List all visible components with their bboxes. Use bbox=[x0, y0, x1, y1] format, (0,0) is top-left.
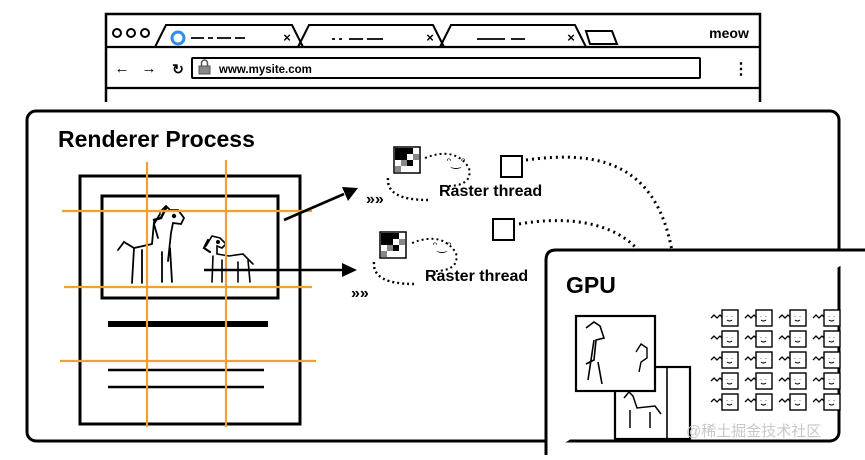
gpu-tile bbox=[778, 351, 807, 369]
gpu-tile-grid bbox=[710, 309, 841, 411]
tab-2[interactable]: × bbox=[297, 24, 445, 48]
gpu-tile bbox=[778, 393, 807, 411]
reload-icon[interactable]: ↻ bbox=[172, 61, 184, 77]
raster-thread-label: Raster thread bbox=[425, 268, 528, 285]
gpu-tile bbox=[812, 351, 841, 369]
gpu-tile bbox=[812, 372, 841, 390]
address-bar[interactable]: www.mysite.com bbox=[191, 57, 701, 79]
arrow-to-raster-thread-1 bbox=[283, 187, 358, 222]
raster-thread-face-icon: ᵔ‿ᵔ bbox=[447, 155, 466, 169]
gpu-tile bbox=[744, 351, 773, 369]
tab-close-icon[interactable]: × bbox=[426, 30, 434, 45]
new-tab-button[interactable] bbox=[584, 30, 619, 45]
renderer-process-title: Renderer Process bbox=[58, 126, 255, 152]
gpu-tile bbox=[778, 309, 807, 327]
browser-window: × × × meow ← → ↻ www.mysite.com ⋮ bbox=[104, 12, 762, 102]
gpu-tile bbox=[710, 351, 739, 369]
raster-tile-icon bbox=[379, 231, 407, 259]
more-vertical-icon[interactable]: ⋮ bbox=[733, 61, 749, 78]
raster-thread-1: ᵔ‿ᵔ »» Raster thread bbox=[366, 146, 542, 208]
composited-layers bbox=[574, 314, 692, 441]
tab-close-icon[interactable]: × bbox=[567, 30, 575, 45]
loading-spinner-icon bbox=[170, 30, 186, 46]
gpu-tile bbox=[710, 393, 739, 411]
gpu-tile bbox=[812, 330, 841, 348]
rastered-tile-1 bbox=[500, 155, 523, 178]
gpu-tile bbox=[812, 393, 841, 411]
window-controls[interactable] bbox=[112, 28, 150, 38]
raster-thread-chevrons-icon: »» bbox=[351, 285, 369, 302]
lock-icon bbox=[198, 59, 211, 75]
tab-close-icon[interactable]: × bbox=[283, 30, 291, 45]
gpu-tile bbox=[710, 372, 739, 390]
tab-3[interactable]: × bbox=[439, 24, 587, 48]
browser-brand: meow bbox=[709, 25, 749, 41]
horse-illustration bbox=[117, 204, 186, 284]
gpu-tile bbox=[778, 372, 807, 390]
tab-active[interactable]: × bbox=[154, 24, 304, 48]
raster-thread-2: ᵔ‿ᵔ »» Raster thread bbox=[351, 231, 528, 302]
gpu-tile bbox=[744, 393, 773, 411]
gpu-tile bbox=[812, 309, 841, 327]
gpu-tile bbox=[710, 309, 739, 327]
gpu-tile bbox=[744, 309, 773, 327]
back-arrow-icon[interactable]: ← bbox=[115, 60, 130, 77]
tile-grid-lines bbox=[60, 160, 316, 427]
gpu-tile bbox=[744, 372, 773, 390]
watermark: @稀土掘金技术社区 bbox=[686, 423, 821, 440]
address-text: www.mysite.com bbox=[218, 64, 312, 76]
arrow-to-raster-thread-2 bbox=[204, 263, 357, 277]
gpu-tile bbox=[710, 330, 739, 348]
raster-tile-icon bbox=[393, 146, 421, 174]
raster-thread-label: Raster thread bbox=[439, 183, 542, 200]
raster-thread-chevrons-icon: »» bbox=[366, 191, 384, 208]
rastered-tile-2 bbox=[492, 218, 515, 241]
gpu-tile bbox=[744, 330, 773, 348]
forward-arrow-icon[interactable]: → bbox=[142, 60, 157, 77]
gpu-tile bbox=[778, 330, 807, 348]
gpu-title: GPU bbox=[566, 272, 616, 298]
webpage-mockup bbox=[78, 174, 302, 426]
